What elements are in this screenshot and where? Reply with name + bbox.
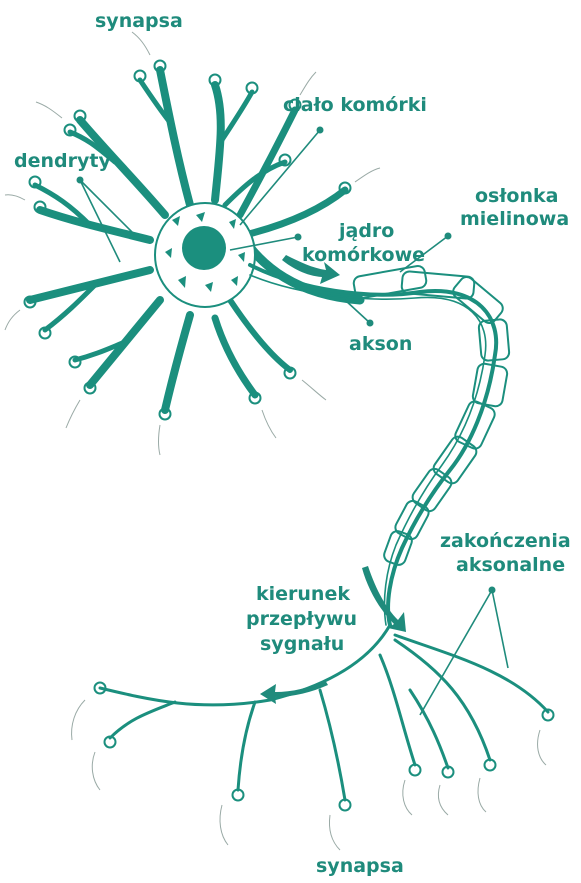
label-dendrites: dendryty: [14, 150, 111, 173]
leader-dot: [77, 177, 84, 184]
sketch-line: [438, 785, 448, 815]
sketch-line: [5, 310, 20, 330]
label-myelin-line1: osłonka: [475, 185, 558, 208]
sketch-line: [5, 195, 25, 200]
label-synapse-bottom: synapsa: [316, 855, 404, 878]
sketch-line: [403, 780, 412, 815]
label-terminals-line1: zakończenia: [440, 530, 571, 553]
leader-dot: [489, 587, 496, 594]
sketch-line: [538, 730, 546, 765]
label-cell-body: ciało komórki: [283, 94, 427, 117]
label-flow-line2: przepływu: [246, 608, 357, 631]
sketch-line: [262, 410, 276, 438]
sketch-line: [159, 425, 161, 455]
nucleus: [182, 226, 226, 270]
sketch-line: [300, 72, 316, 95]
sketch-line: [72, 700, 85, 740]
sketch-line: [302, 380, 326, 400]
label-nucleus-line1: jądro: [339, 220, 394, 243]
label-leader-dots: [77, 127, 496, 594]
leader-dot: [367, 320, 374, 327]
label-flow-line1: kierunek: [256, 583, 350, 606]
synaptic-end-feet: [25, 61, 554, 811]
leader-dot: [317, 127, 324, 134]
label-flow-line3: sygnału: [260, 633, 344, 656]
label-terminals-line2: aksonalne: [456, 554, 565, 577]
leader-dot: [445, 233, 452, 240]
label-axon: akson: [349, 333, 412, 356]
label-nucleus-line2: komórkowe: [302, 244, 425, 267]
sketch-line: [92, 752, 100, 790]
sketch-line: [329, 815, 340, 850]
leader-dot: [295, 234, 302, 241]
sketch-line: [66, 400, 80, 428]
label-myelin-line2: mielinowa: [460, 208, 569, 231]
sketch-line: [132, 32, 150, 55]
sketch-line: [478, 778, 486, 812]
sketch-line: [355, 168, 380, 182]
leader-terminals-2: [492, 590, 508, 668]
label-synapse-top: synapsa: [95, 10, 183, 33]
sketch-line: [36, 102, 62, 118]
sketch-line: [220, 805, 228, 845]
